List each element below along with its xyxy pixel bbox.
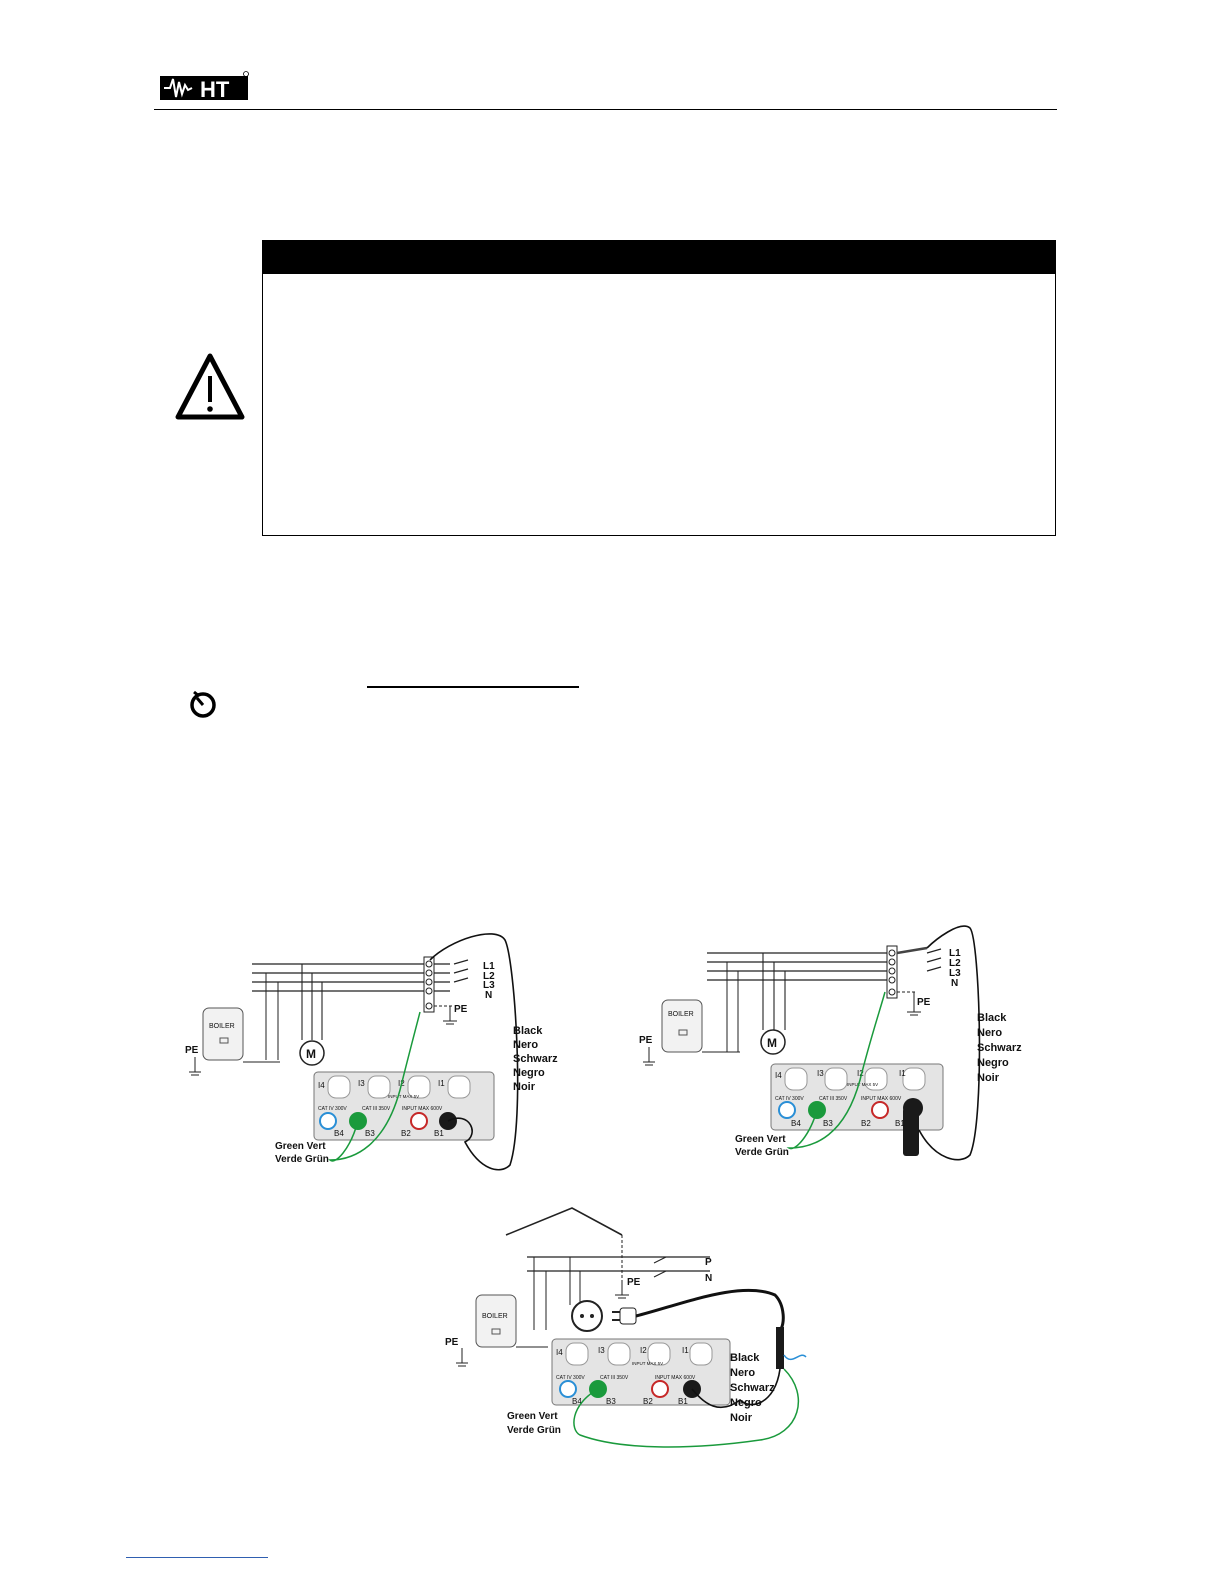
black-label-fr: Noir [977,1072,1000,1084]
connection-diagram-3: P N PE BOILER PE I4 I3 I2 I1 INPUT MAX 5… [445,1207,807,1448]
slot-label-i2: I2 [640,1346,647,1355]
slot-label-i4: I4 [556,1348,563,1357]
motor-label: M [767,1036,777,1050]
black-label-en: Black [513,1025,543,1037]
terminal-b3: B3 [823,1119,833,1128]
boiler-label: BOILER [482,1313,508,1320]
slot-label-i1: I1 [899,1069,906,1078]
slot-label-i3: I3 [358,1079,365,1088]
green-label-2: Verde Grün [735,1147,789,1158]
black-label-fr: Noir [730,1412,753,1424]
pe-label-terminal: PE [917,997,931,1008]
line-label-p: P [705,1257,712,1268]
line-label-n: N [951,978,958,989]
cat-iii-label: CAT III 350V [362,1106,391,1112]
black-label-fr: Noir [513,1081,536,1093]
pe-label-boiler: PE [639,1035,653,1046]
slot-label-i4: I4 [775,1071,782,1080]
footnote-rule [126,1557,268,1558]
black-label-en: Black [977,1012,1007,1024]
slot-label-i3: I3 [817,1069,824,1078]
black-label-de: Schwarz [730,1382,775,1394]
black-label-es: Negro [977,1057,1009,1069]
connection-diagram-1: L1 L2 L3 N PE M BOILER PE I4 I3 I2 I1 IN… [185,933,558,1171]
terminal-b1: B1 [678,1397,688,1406]
terminal-b4: B4 [334,1129,344,1138]
terminal-b4: B4 [791,1119,801,1128]
header-rule [154,109,1057,110]
input-max-600-label: INPUT MAX 600V [861,1096,902,1102]
slot-label-i4: I4 [318,1081,325,1090]
slot-label-i2: I2 [857,1069,864,1078]
black-label-it: Nero [513,1039,538,1051]
slot-label-i3: I3 [598,1346,605,1355]
terminal-b1: B1 [895,1119,905,1128]
line-label-l2: L2 [949,958,961,969]
input-max-600-label: INPUT MAX 600V [655,1375,696,1381]
boiler-label: BOILER [209,1023,235,1030]
green-label-1: Green Vert [507,1411,558,1422]
line-label-l3: L3 [949,968,961,979]
line-label-l1: L1 [483,961,495,972]
slot-label-i1: I1 [438,1079,445,1088]
black-label-it: Nero [730,1367,755,1379]
terminal-b4: B4 [572,1397,582,1406]
black-label-de: Schwarz [977,1042,1022,1054]
input-max-600-label: INPUT MAX 600V [402,1106,443,1112]
warning-header-bar [263,241,1055,274]
black-label-en: Black [730,1352,760,1364]
cat-iv-label: CAT IV 300V [556,1375,585,1381]
line-label-n: N [485,990,492,1001]
line-label-l3: L3 [483,980,495,991]
black-label-es: Negro [730,1397,762,1409]
green-label-2: Verde Grün [275,1154,329,1165]
boiler-label: BOILER [668,1011,694,1018]
green-label-1: Green Vert [735,1134,786,1145]
green-label-2: Verde Grün [507,1425,561,1436]
warning-box [262,240,1056,536]
cat-iii-label: CAT III 350V [819,1096,848,1102]
ht-logo: HT [160,71,249,102]
warning-triangle-icon [175,353,245,420]
pe-label-boiler: PE [445,1337,459,1348]
input-max-5v-label: INPUT MAX 5V [388,1094,419,1099]
black-label-es: Negro [513,1067,545,1079]
pe-label-house: PE [627,1277,641,1288]
pe-label-terminal: PE [454,1004,468,1015]
line-label-l1: L1 [949,948,961,959]
line-label-l2: L2 [483,971,495,982]
green-label-1: Green Vert [275,1141,326,1152]
pe-label-boiler: PE [185,1045,199,1056]
black-label-it: Nero [977,1027,1002,1039]
terminal-b2: B2 [401,1129,411,1138]
underlined-heading-rule [367,686,579,688]
motor-label: M [306,1047,316,1061]
line-label-n: N [705,1273,712,1284]
terminal-b1: B1 [434,1129,444,1138]
connection-diagram-2: L1 L2 L3 N PE M BOILER PE I4 I3 I2 I1 IN… [639,925,1022,1161]
terminal-b2: B2 [861,1119,871,1128]
cat-iv-label: CAT IV 300V [775,1096,804,1102]
cat-iii-label: CAT III 350V [600,1375,629,1381]
timer-icon [190,690,216,718]
cat-iv-label: CAT IV 300V [318,1106,347,1112]
terminal-b3: B3 [365,1129,375,1138]
black-label-de: Schwarz [513,1053,558,1065]
terminal-b2: B2 [643,1397,653,1406]
input-max-5v-label: INPUT MAX 5V [847,1082,878,1087]
logo-text: HT [200,77,230,102]
input-max-5v-label: INPUT MAX 5V [632,1361,663,1366]
slot-label-i1: I1 [682,1346,689,1355]
terminal-b3: B3 [606,1397,616,1406]
